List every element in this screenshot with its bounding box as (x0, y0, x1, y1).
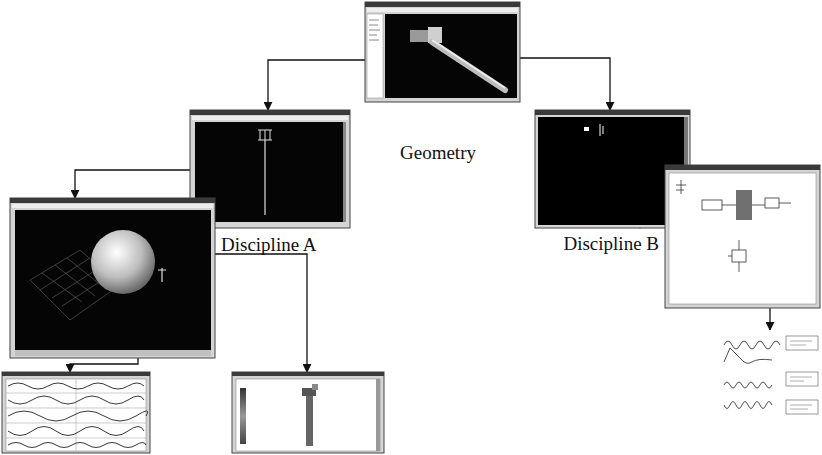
plot-screenshot (2, 372, 150, 453)
screenshot-window: Discipline B (665, 165, 820, 308)
screenshot-window (2, 372, 150, 453)
screenshot-window: Discipline A (10, 198, 215, 358)
geometry-screenshot (365, 2, 520, 102)
discipline-label: Discipline B (563, 233, 659, 256)
flow-arrow (520, 58, 610, 110)
screenshot-window (190, 110, 350, 228)
flow-arrow (215, 254, 307, 372)
screenshot-window: Geometry (365, 2, 520, 102)
discipline-label: Geometry (400, 142, 476, 165)
screenshot-window (232, 372, 384, 453)
block-diagram-screenshot (665, 165, 820, 308)
screenshot-window (722, 330, 820, 422)
screenshot-window (535, 110, 690, 228)
discipline-label: Discipline A (221, 234, 317, 257)
flow-arrow (70, 358, 138, 372)
flow-arrow (75, 170, 190, 198)
sphere-screenshot (10, 198, 215, 358)
flow-arrow (268, 60, 365, 110)
contour-screenshot (232, 372, 384, 453)
response-plot (722, 330, 820, 422)
flow-arrow (769, 308, 770, 330)
